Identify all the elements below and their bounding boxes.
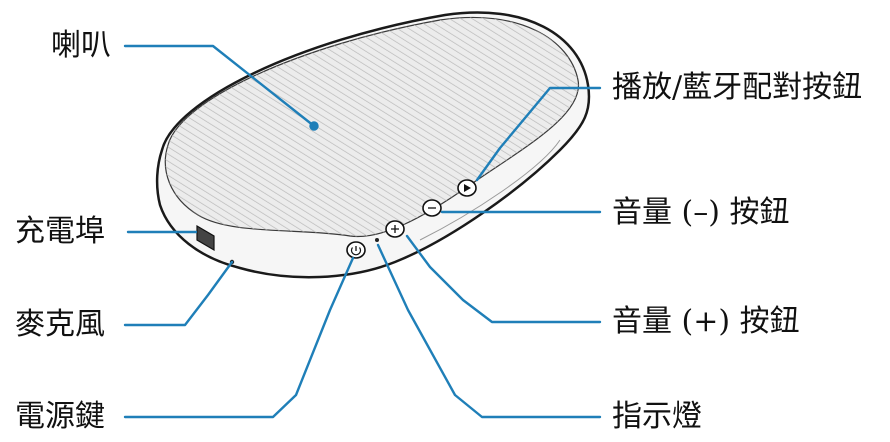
leader-line-power-key (123, 256, 355, 419)
label-volume-down-button: 音量 (–) 按鈕 (612, 195, 790, 230)
label-volume-up-button: 音量 (+) 按鈕 (612, 304, 800, 339)
play-pair-key-icon (457, 179, 477, 197)
label-charging-port: 充電埠 (15, 214, 105, 249)
label-microphone: 麥克風 (15, 307, 105, 342)
volume-up-key-icon (385, 220, 405, 238)
label-play-pair-button: 播放/藍牙配對按鈕 (612, 70, 863, 105)
label-speaker: 喇叭 (51, 28, 111, 63)
leader-line-volume-up (405, 234, 602, 324)
leader-line-play-pair (475, 86, 602, 182)
label-power-key: 電源鍵 (15, 399, 105, 434)
leader-line-speaker (123, 44, 316, 128)
label-indicator-light: 指示燈 (612, 399, 702, 434)
volume-down-key-icon (422, 199, 442, 217)
leader-line-microphone (123, 260, 234, 327)
leader-line-indicator (376, 243, 602, 419)
indicator-light-icon (375, 238, 379, 242)
power-key-icon (346, 241, 366, 259)
charging-port-icon (196, 224, 215, 252)
